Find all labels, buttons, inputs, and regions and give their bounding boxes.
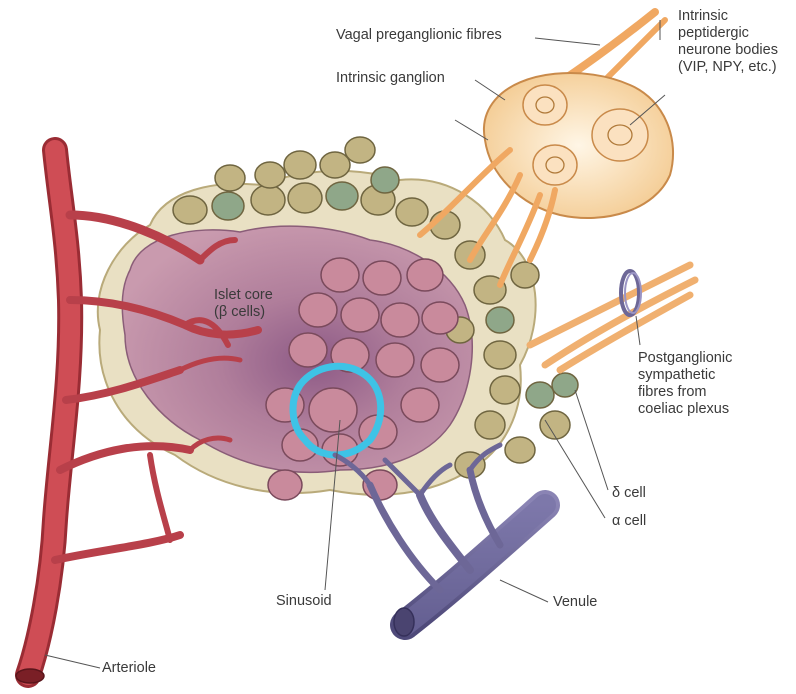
alpha-cell — [396, 198, 428, 226]
alpha-cell — [215, 165, 245, 191]
label-alpha-cell: α cell — [612, 513, 646, 530]
label-sinusoid: Sinusoid — [276, 593, 332, 610]
label-postganglionic: Postganglionic sympathetic fibres from c… — [638, 350, 732, 418]
alpha-cell — [505, 437, 535, 463]
alpha-cell — [484, 341, 516, 369]
alpha-cell — [540, 411, 570, 439]
label-delta-cell: δ cell — [612, 485, 646, 502]
alpha-cell — [320, 152, 350, 178]
delta-cell — [526, 382, 554, 408]
label-venule: Venule — [553, 594, 597, 611]
delta-cell — [212, 192, 244, 220]
delta-cell — [552, 373, 578, 397]
label-islet-core: Islet core (β cells) — [214, 287, 273, 321]
neurone-body — [533, 145, 577, 185]
alpha-cell — [475, 411, 505, 439]
alpha-cell — [288, 183, 322, 213]
alpha-cell — [345, 137, 375, 163]
delta-cell — [326, 182, 358, 210]
alpha-cell — [255, 162, 285, 188]
alpha-cell — [511, 262, 539, 288]
alpha-cell — [490, 376, 520, 404]
label-intrinsic-ganglion: Intrinsic ganglion — [336, 70, 445, 87]
neurone-body — [523, 85, 567, 125]
alpha-cell — [173, 196, 207, 224]
label-intrinsic-neurone: Intrinsic peptidergic neurone bodies (VI… — [678, 8, 778, 76]
label-arteriole: Arteriole — [102, 660, 156, 677]
alpha-cell — [284, 151, 316, 179]
label-vagal-fibres: Vagal preganglionic fibres — [336, 27, 502, 44]
delta-cell — [486, 307, 514, 333]
alpha-cell — [251, 185, 285, 215]
delta-cell — [371, 167, 399, 193]
